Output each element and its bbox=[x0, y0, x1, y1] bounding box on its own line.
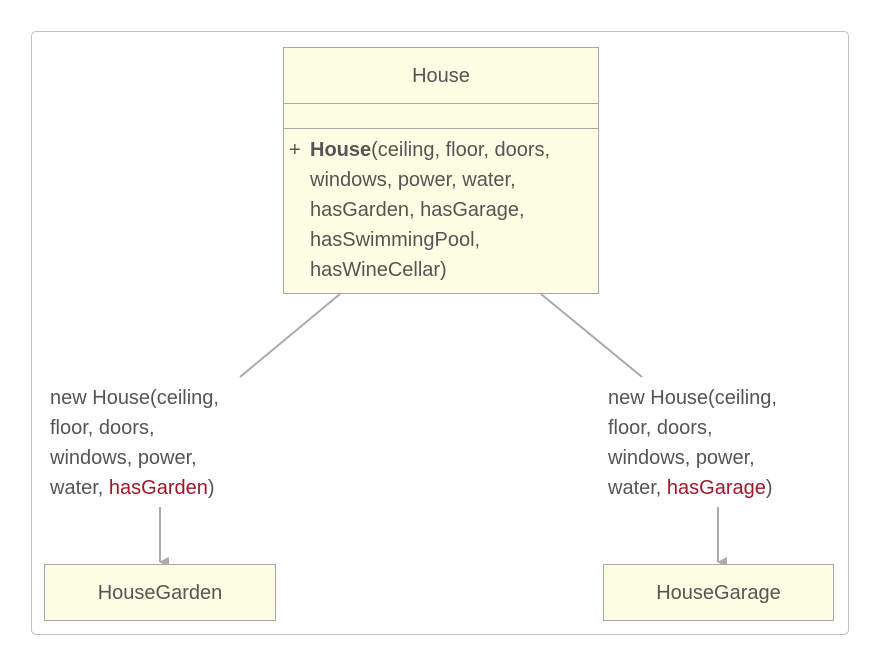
visibility-marker: + bbox=[289, 139, 301, 161]
constructor-name: House bbox=[310, 139, 372, 161]
class-attributes bbox=[284, 104, 598, 129]
left-call-label: new House(ceiling, floor, doors, windows… bbox=[50, 383, 219, 503]
call-prefix: water, bbox=[608, 477, 667, 499]
call-line: floor, doors, bbox=[608, 417, 713, 439]
diagram-frame bbox=[31, 31, 849, 635]
call-line: floor, doors, bbox=[50, 417, 155, 439]
call-line: windows, power, bbox=[608, 447, 755, 469]
constructor-line: hasWineCellar) bbox=[310, 259, 447, 281]
call-line: new House(ceiling, bbox=[608, 387, 777, 409]
right-call-label: new House(ceiling, floor, doors, windows… bbox=[608, 383, 777, 503]
class-operations: + House(ceiling, floor, doors, windows, … bbox=[284, 129, 598, 285]
constructor-params: (ceiling, floor, doors, bbox=[371, 139, 551, 161]
constructor-line: hasSwimmingPool, bbox=[310, 229, 481, 251]
call-line: water, hasGarage) bbox=[608, 473, 777, 503]
class-name: House bbox=[284, 48, 598, 104]
constructor-line: House(ceiling, floor, doors, bbox=[310, 135, 598, 165]
call-prefix: water, bbox=[50, 477, 109, 499]
house-garden-node: HouseGarden bbox=[44, 564, 276, 621]
constructor-line: windows, power, water, bbox=[310, 169, 516, 191]
highlighted-param: hasGarage bbox=[666, 477, 766, 499]
call-suffix: ) bbox=[207, 477, 215, 499]
house-garage-node: HouseGarage bbox=[603, 564, 834, 621]
house-class-box: House + House(ceiling, floor, doors, win… bbox=[283, 47, 599, 294]
call-line: new House(ceiling, bbox=[50, 387, 219, 409]
call-line: windows, power, bbox=[50, 447, 197, 469]
highlighted-param: hasGarden bbox=[108, 477, 208, 499]
constructor-line: hasGarden, hasGarage, bbox=[310, 199, 525, 221]
call-suffix: ) bbox=[765, 477, 773, 499]
call-line: water, hasGarden) bbox=[50, 473, 219, 503]
